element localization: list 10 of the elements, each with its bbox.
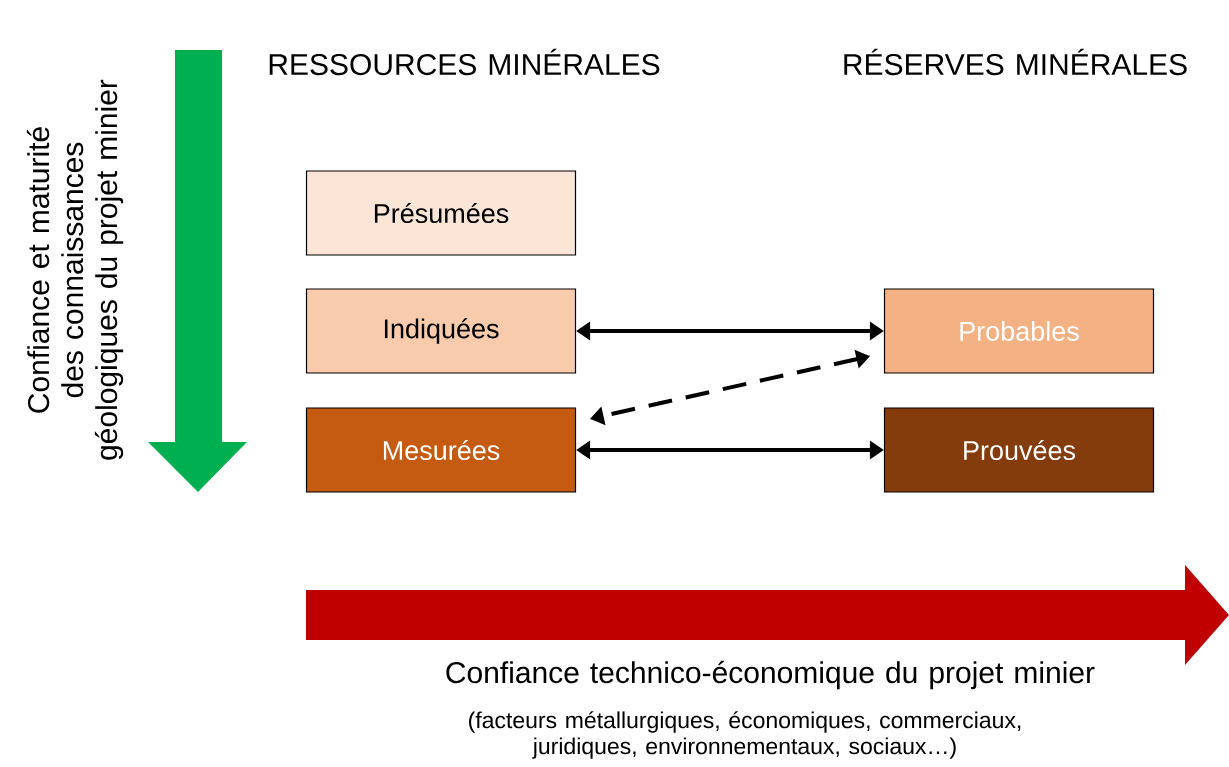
category-box: Indiquées (305, 288, 577, 374)
category-box: Présumées (305, 170, 577, 256)
category-box: Probables (883, 288, 1155, 374)
category-box: Prouvées (883, 407, 1155, 493)
category-box: Mesurées (305, 407, 577, 493)
axis-label: Confiance et maturité des connaissances géologiques du projet minier (26, 79, 124, 460)
axis-label: Confiance technico-économique du projet minier (446, 660, 1095, 690)
heading: RESSOURCES MINÉRALES (269, 48, 660, 76)
note: (facteurs métallurgiques, économiques, commerciaux, juridiques, environnementaux, sociaux…) (469, 711, 1021, 759)
heading: RÉSERVES MINÉRALES (844, 48, 1187, 76)
